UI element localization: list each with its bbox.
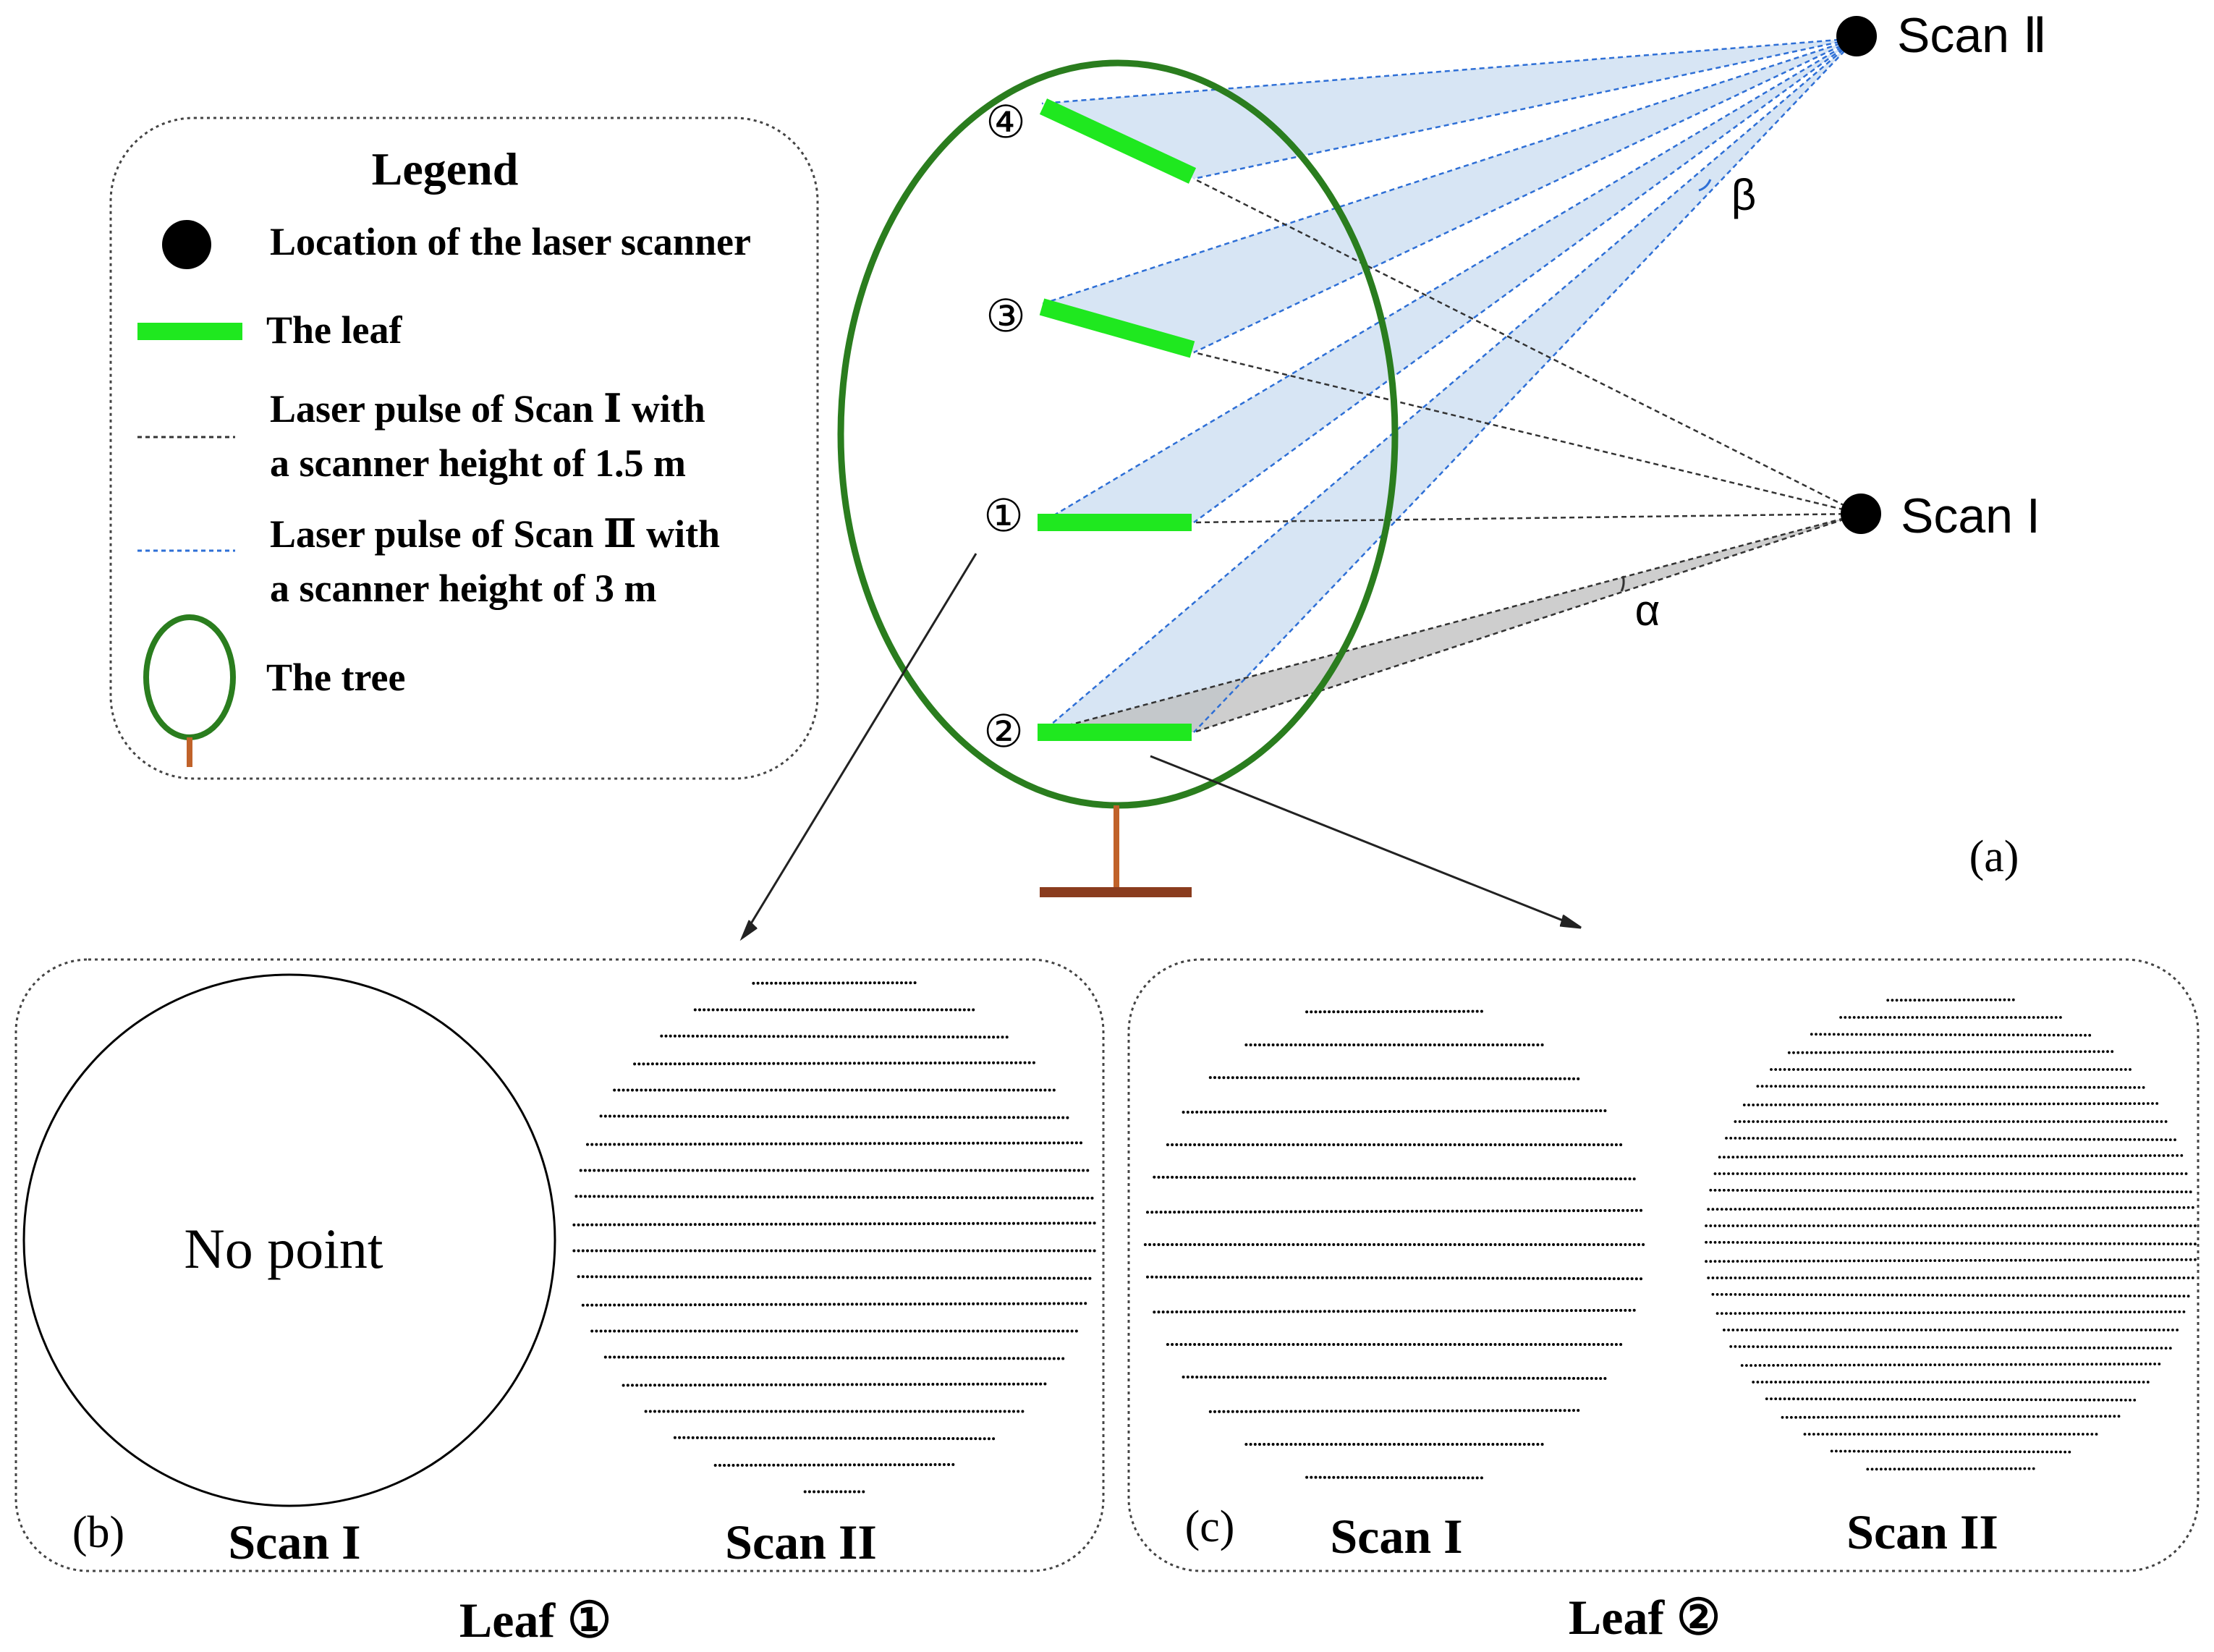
alpha-arc — [1620, 575, 1625, 592]
panel-c-scan1-point-cloud — [1143, 1009, 1645, 1480]
alpha-label: α — [1635, 586, 1660, 635]
leaf-4 — [1039, 98, 1197, 184]
legend-item-tree-label: The tree — [266, 656, 405, 699]
scan1-pulses — [1041, 177, 1862, 734]
scan1-beam-leaf2 — [1042, 514, 1861, 732]
scanner-2-dot — [1836, 16, 1877, 56]
scanner-1-dot — [1841, 494, 1881, 534]
legend-item-scan2-line2: a scanner height of 3 m — [270, 567, 657, 610]
scan2-beam-leaf3 — [1042, 38, 1857, 352]
scanner-1-label: Scan I — [1901, 488, 2040, 543]
panel-b-scan2-point-cloud — [572, 981, 1096, 1494]
scan2-beam-leaf4 — [1042, 38, 1857, 179]
panel-c: (c) Scan I Scan II Leaf ② — [1127, 958, 2200, 1645]
legend-item-scan1-line2: a scanner height of 1.5 m — [270, 441, 686, 485]
scanner-location-icon — [162, 220, 211, 269]
leaf-bar-icon — [137, 323, 242, 340]
leaf-marker-2: ② — [983, 708, 1024, 757]
panel-c-scan2-caption: Scan II — [1846, 1504, 1998, 1559]
tree-icon — [143, 614, 236, 767]
panel-b-border — [14, 958, 1105, 1572]
panel-b-label: (b) — [72, 1508, 124, 1557]
scan-scene: β α ④ ③ ① ② Scan Ⅱ Scan I (a) — [739, 8, 2047, 941]
legend: Legend Location of the laser scanner The… — [109, 117, 819, 780]
beta-label: β — [1731, 171, 1757, 219]
panel-b-no-point-text: No point — [184, 1217, 383, 1280]
callout-arrow-leaf2 — [1150, 755, 1582, 929]
beta-arc — [1698, 179, 1712, 192]
scanner-2-label: Scan Ⅱ — [1897, 8, 2047, 63]
ground-line — [1040, 887, 1192, 897]
callout-arrowhead-leaf1 — [739, 920, 758, 941]
callout-arrowhead-leaf2 — [1559, 914, 1582, 929]
legend-item-leaf-label: The leaf — [266, 308, 402, 352]
legend-title: Legend — [372, 143, 519, 195]
legend-item-scan1-line1: Laser pulse of Scan Ⅰ with — [270, 387, 705, 431]
panel-b-scan1-caption: Scan I — [228, 1515, 360, 1570]
panel-c-border — [1127, 958, 2200, 1572]
leaf-marker-3: ③ — [985, 292, 1026, 342]
leaf-3 — [1039, 298, 1195, 358]
legend-item-scanner-label: Location of the laser scanner — [270, 220, 751, 263]
panel-b-footer: Leaf ① — [459, 1593, 611, 1648]
leaves — [1038, 98, 1197, 741]
leaf-marker-1: ① — [983, 492, 1024, 541]
callout-arrow-leaf1 — [741, 553, 977, 939]
panel-b-scan2-caption: Scan II — [725, 1515, 877, 1570]
leaf-marker-4: ④ — [985, 98, 1026, 148]
panel-a-label: (a) — [1969, 832, 2019, 881]
panel-b: No point (b) Scan I Scan II Leaf ① — [14, 958, 1105, 1648]
panel-c-scan2-point-cloud — [1705, 998, 2197, 1471]
panel-c-scan1-caption: Scan I — [1330, 1509, 1462, 1564]
panel-b-empty-circle — [22, 973, 556, 1507]
panel-c-footer: Leaf ② — [1569, 1590, 1721, 1645]
panel-c-label: (c) — [1185, 1502, 1235, 1551]
legend-item-scan2-line1: Laser pulse of Scan Ⅱ with — [270, 512, 720, 556]
callout-arrows — [739, 553, 1582, 941]
